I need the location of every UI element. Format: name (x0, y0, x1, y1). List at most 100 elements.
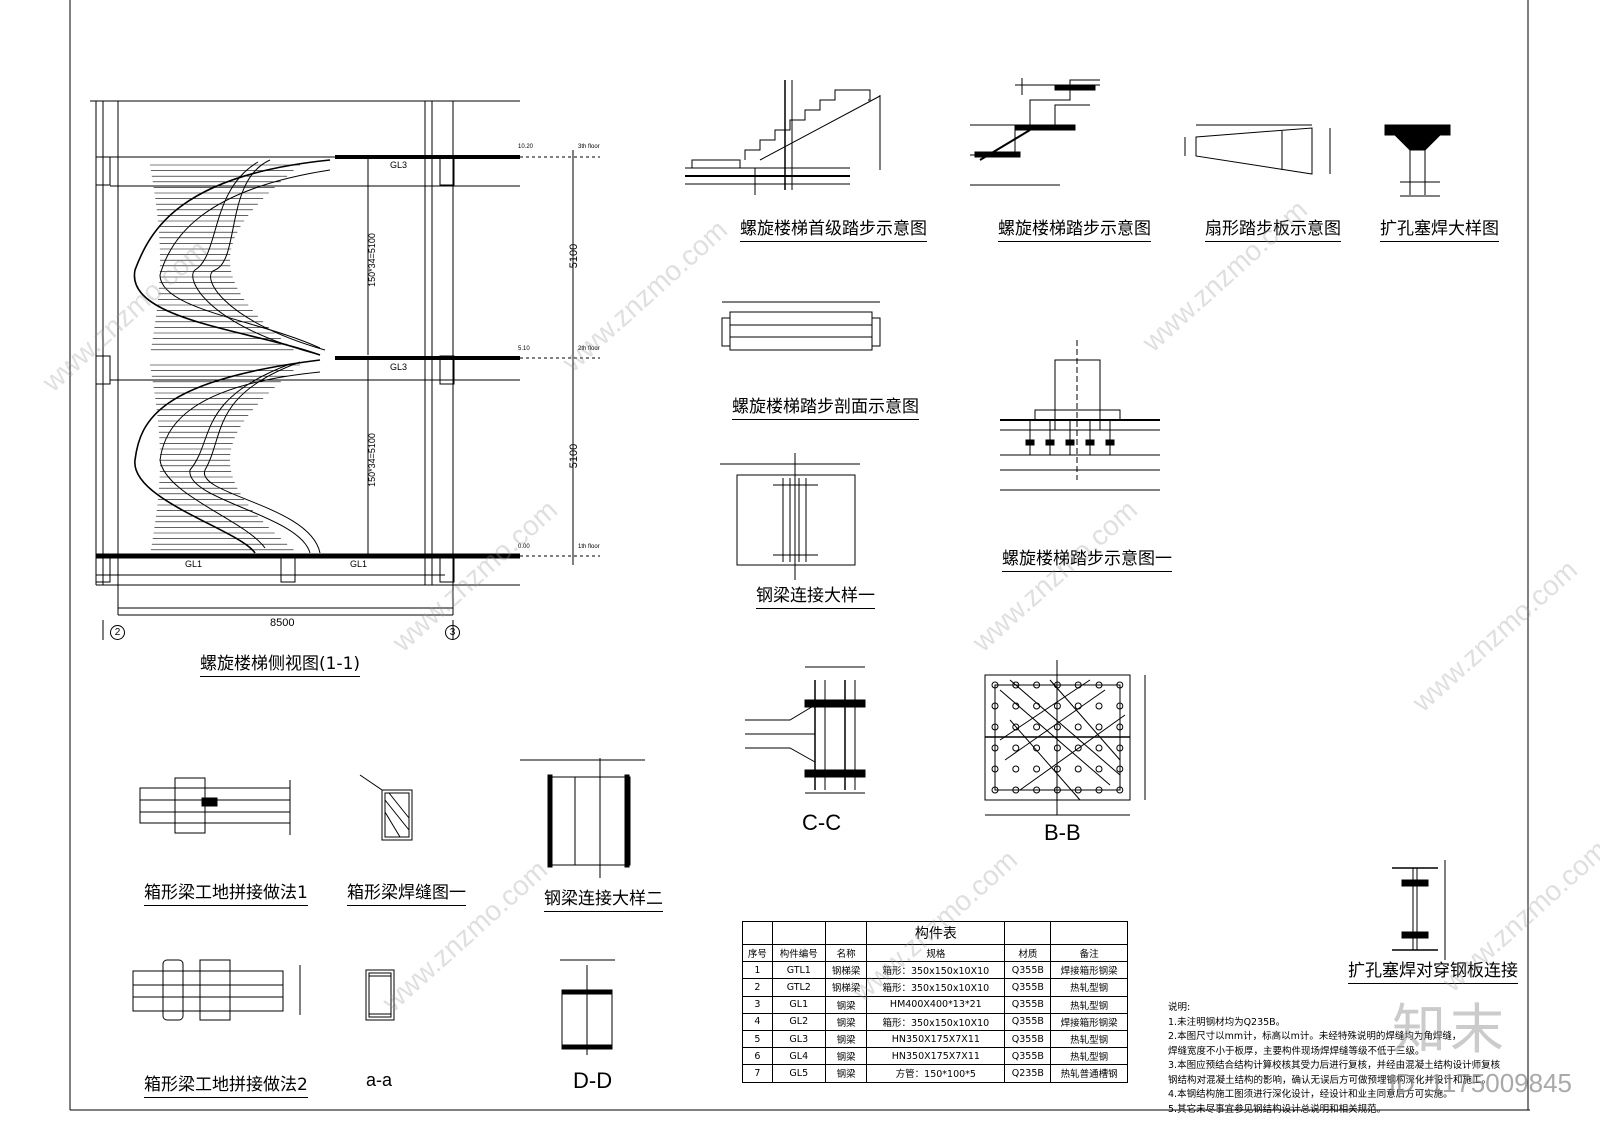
section-dd-label: D-D (573, 1068, 613, 1093)
table-cell: Q355B (1004, 1029, 1052, 1049)
floor-2: 2th floor (578, 346, 600, 352)
section-bb-label: B-B (1044, 820, 1081, 845)
table-header-cell: 序号 (742, 943, 773, 963)
bolt-hole (1074, 786, 1082, 794)
box-weld-title: 箱形梁焊缝图一 (347, 878, 466, 906)
step-title: 螺旋楼梯踏步示意图 (998, 214, 1151, 242)
table-cell: 钢梯梁 (824, 961, 868, 980)
axis-bubble-2: 2 (110, 625, 125, 640)
table-cell: 焊接箱形钢梁 (1050, 961, 1128, 980)
floor-1: 1th floor (578, 544, 600, 550)
note-item: 2.本图尺寸以mm计，标高以m计。未经特殊说明的焊缝均为角焊缝， (1168, 1031, 1462, 1042)
brand-logo: 知末 (1392, 998, 1508, 1061)
bolt-hole (1116, 765, 1124, 773)
table-cell: 热轧型钢 (1050, 1029, 1128, 1049)
table-cell: Q235B (1004, 1064, 1052, 1083)
table-cell: HM400X400*13*21 (866, 995, 1006, 1014)
bolt-hole (1053, 702, 1061, 710)
step-dim-lower: 150*34=5100 (366, 433, 377, 487)
bolt-hole (1033, 744, 1041, 752)
first-step-title: 螺旋楼梯首级踏步示意图 (740, 214, 927, 242)
table-cell: 钢梁 (824, 1012, 868, 1031)
table-cell: GL3 (771, 1029, 826, 1049)
bolt-hole (991, 681, 999, 689)
beam-conn-2-title: 钢梁连接大样二 (544, 884, 663, 912)
section-cc-label: C-C (802, 810, 842, 835)
note-item: 焊缝宽度不小于板厚，主要构件现场焊焊缝等级不低于三级。 (1168, 1045, 1425, 1057)
bb-drawing (984, 660, 1146, 816)
dd-drawing (560, 959, 615, 1055)
table-cell: 2 (742, 978, 773, 997)
step-section-drawing (721, 301, 881, 351)
beam-conn-1-title: 钢梁连接大样一 (756, 581, 875, 609)
bolt-nut (1025, 439, 1035, 446)
table-cell: GL2 (771, 1012, 826, 1031)
bolt-hole (991, 765, 999, 773)
bolt-hole (1116, 744, 1124, 752)
beam-label-gl3-lower: GL3 (390, 362, 408, 372)
note-item: 1.未注明钢材均为Q235B。 (1168, 1016, 1286, 1028)
bolt-hole (1033, 723, 1041, 731)
table-cell: GL5 (771, 1064, 826, 1083)
table-cell: 热轧型钢 (1050, 1047, 1128, 1066)
plug-weld-plate-title: 扩孔塞焊对穿钢板连接 (1348, 956, 1518, 984)
beam-label-gl1-left: GL1 (185, 559, 203, 569)
bolt-hole (1095, 702, 1103, 710)
box-splice-1-drawing (139, 777, 291, 835)
bolt-hole (1012, 786, 1020, 794)
bolt-nut (1085, 439, 1095, 446)
table-cell: HN350X175X7X11 (866, 1029, 1006, 1049)
plug-weld-drawing (1384, 124, 1451, 197)
table-cell: 1 (742, 961, 773, 980)
step-drawing (970, 78, 1100, 186)
beam-label-gl1-right: GL1 (350, 559, 368, 569)
aa-drawing (365, 969, 395, 1021)
table-cell: 焊接箱形钢梁 (1050, 1012, 1128, 1031)
bolt-hole (1095, 744, 1103, 752)
fan-tread-drawing (1184, 124, 1331, 175)
bolt-hole (1012, 702, 1020, 710)
bolt-group (1025, 420, 1115, 455)
bolt-hole (1053, 744, 1061, 752)
table-header-cell: 名称 (824, 943, 868, 963)
bolt-hole (1095, 786, 1103, 794)
bolt-hole (1095, 765, 1103, 773)
bolt-hole (1033, 702, 1041, 710)
step-one-title: 螺旋楼梯踏步示意图一 (1002, 544, 1172, 572)
table-cell: GL1 (771, 995, 826, 1014)
table-cell: 箱形：350x150x10X10 (866, 1012, 1006, 1031)
first-step-drawing (685, 80, 881, 195)
table-cell: Q355B (1004, 1012, 1052, 1031)
table-cell: 箱形：350x150x10X10 (866, 978, 1006, 997)
level-bottom: 0.00 (518, 544, 530, 550)
table-cell: Q355B (1004, 961, 1052, 980)
table-cell: 箱形：350x150x10X10 (866, 961, 1006, 980)
box-weld-drawing (359, 774, 413, 841)
table-cell: 热轧型钢 (1050, 995, 1128, 1014)
bolt-nut (1105, 439, 1115, 446)
table-header-cell: 材质 (1004, 943, 1052, 963)
table-cell: GL4 (771, 1047, 826, 1066)
beam-conn-2-drawing (520, 758, 645, 878)
bolt-hole (1074, 681, 1082, 689)
box-splice-2-title: 箱形梁工地拼接做法2 (144, 1070, 308, 1098)
bolt-hole (991, 723, 999, 731)
table-cell: 5 (742, 1029, 773, 1049)
bolt-hole (1053, 765, 1061, 773)
note-item: 3.本图应预结合结构计算校核其受力后进行复核，并经由混凝土结构设计师复核 (1168, 1060, 1501, 1071)
bolt-hole (1116, 723, 1124, 731)
level-mid: 5.10 (518, 346, 530, 352)
step-dim-upper: 150*34=5100 (366, 233, 377, 287)
table-header-cell: 构件编号 (771, 943, 826, 963)
bolt-hole (1074, 723, 1082, 731)
bolt-hole (1095, 681, 1103, 689)
box-splice-1-title: 箱形梁工地拼接做法1 (144, 878, 308, 906)
bolt-hole (1012, 744, 1020, 752)
bolt-hole (1074, 702, 1082, 710)
table-cell: 钢梯梁 (824, 978, 868, 997)
